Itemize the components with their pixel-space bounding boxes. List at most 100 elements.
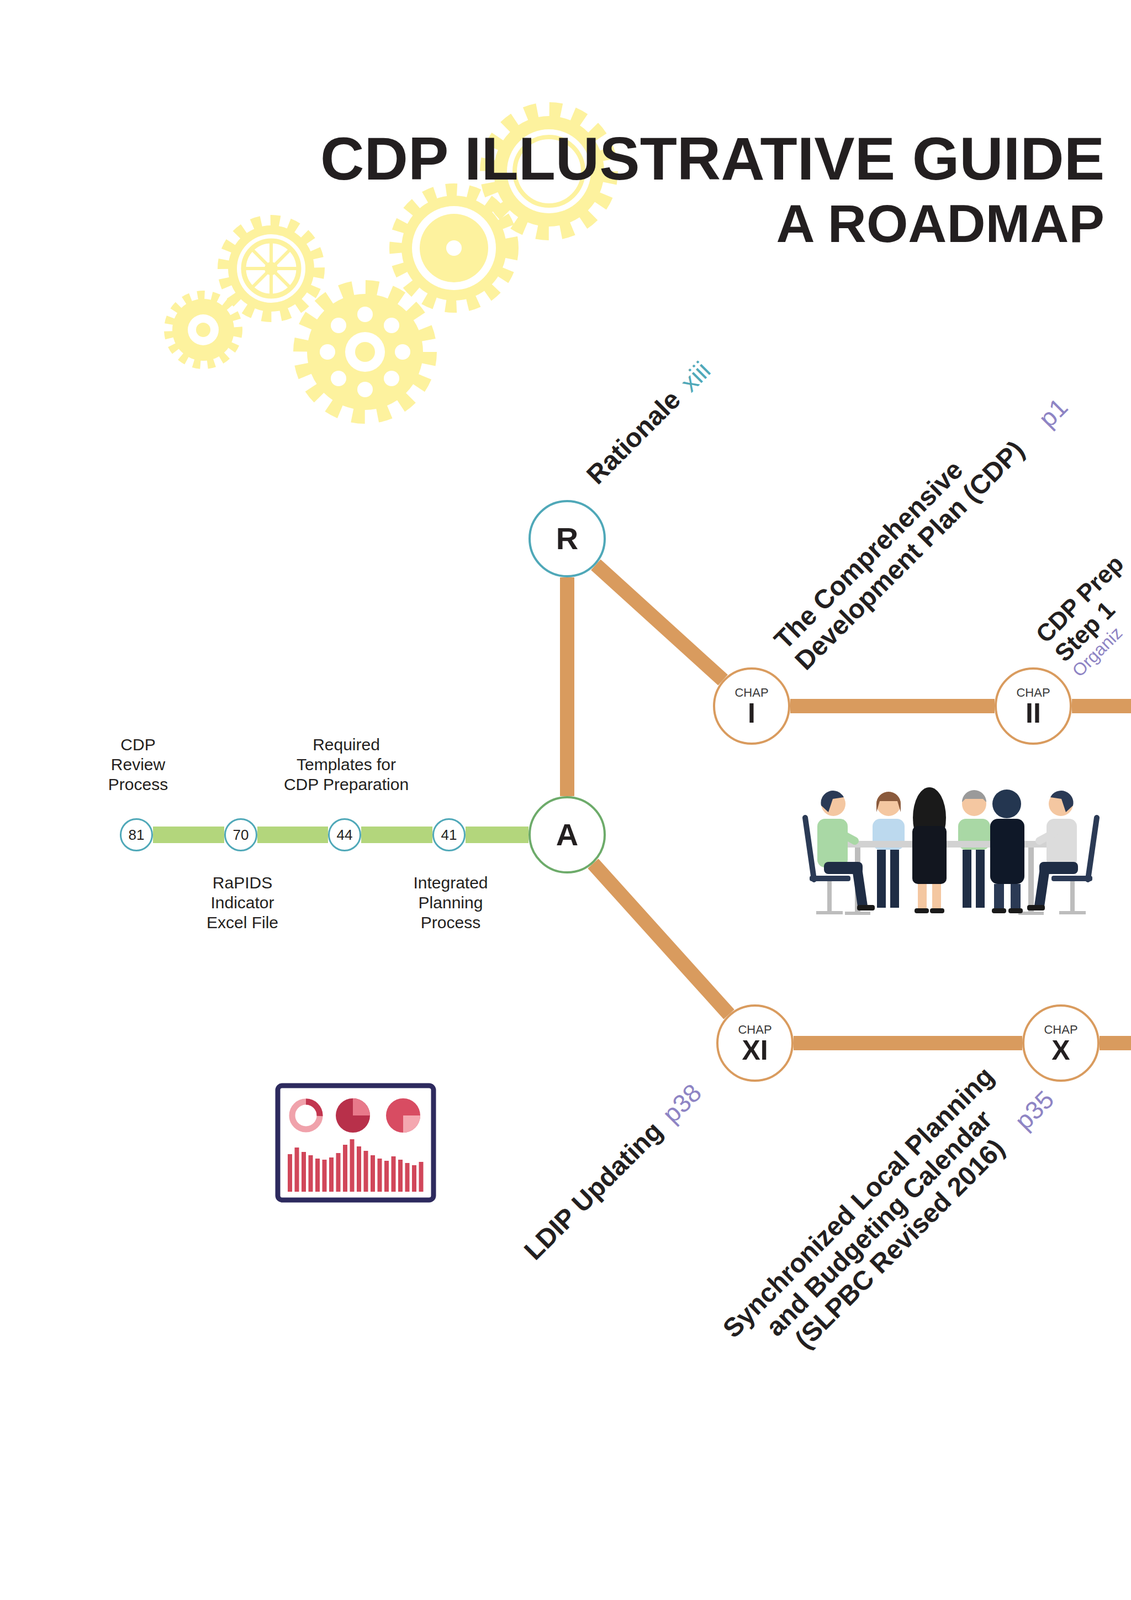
meeting-illustration-part (962, 849, 972, 908)
chapter-tag: CHAP (1016, 686, 1050, 699)
page-caption: RaPIDS Indicator Excel File (205, 872, 280, 933)
bar-chart-part (363, 1150, 369, 1192)
heading-group: CDP PrepStep 1Organiz (1031, 550, 1131, 681)
page-number: 70 (233, 827, 250, 842)
chapter-node: CHAPXILDIP Updatingp38 (716, 1003, 794, 1082)
page-number: xiii (675, 356, 717, 398)
meeting-illustration-part (840, 832, 855, 841)
road-link (595, 564, 723, 680)
meeting-illustration (805, 786, 1097, 915)
gear-decoration-part (345, 331, 385, 372)
bar-chart-part (342, 1144, 348, 1192)
gear-decoration-part (357, 306, 373, 322)
gear-decoration-part (394, 344, 411, 360)
dashboard-icon-part (277, 1085, 434, 1200)
page-caption: Required Templates for CDP Preparation (282, 734, 411, 795)
bar-chart-part (411, 1164, 417, 1192)
gear-decoration-part (300, 287, 430, 417)
meeting-illustration-part (876, 849, 886, 908)
dashboard-icon (277, 1085, 434, 1200)
meeting-illustration-part (876, 791, 901, 816)
meeting-illustration-part (876, 791, 901, 812)
page-number: 41 (441, 827, 458, 842)
road-link (593, 863, 729, 1014)
subtitle-label: A ROADMAP (775, 196, 1105, 251)
meeting-illustration-part (1046, 818, 1077, 868)
section-node: RRationalexiii (528, 499, 606, 578)
bar-chart-part (329, 1156, 334, 1192)
meeting-illustration-part (992, 789, 1022, 818)
page-link (257, 826, 329, 843)
bar-chart-part (384, 1160, 389, 1192)
meeting-illustration-part (816, 910, 843, 914)
gear-decoration-part (187, 314, 219, 346)
chapter-title: LDIP Updating (519, 1115, 669, 1266)
meeting-illustration-part (929, 907, 945, 913)
bar-chart-part (405, 1162, 410, 1192)
page-link (361, 826, 433, 843)
road-link (790, 698, 995, 713)
gear-decoration-part (446, 240, 462, 256)
heading-group: Rationalexiii (581, 355, 717, 490)
chapter-node: CHAPXSynchronized Local Planning and Bud… (1022, 1003, 1100, 1082)
gear-decoration-part (355, 341, 375, 362)
page-caption: Integrated Planning Process (411, 872, 490, 933)
section-letter: A (556, 818, 579, 850)
chapter-number: X (1051, 1035, 1070, 1065)
page-number: 44 (336, 827, 353, 842)
page-caption: CDP Review Process (104, 734, 172, 795)
bar-chart-part (391, 1155, 396, 1192)
page-number: p38 (657, 1077, 707, 1128)
meeting-illustration-part (1028, 847, 1034, 913)
page-number: p35 (1009, 1084, 1060, 1135)
gear-decoration-part (168, 294, 239, 365)
gear-decoration-part (251, 249, 291, 288)
line-continuation-part (1099, 1035, 1131, 1050)
node-center: CHAPI (715, 669, 789, 743)
page-node: 70RaPIDS Indicator Excel File (224, 817, 258, 852)
section-title: Rationale (581, 384, 687, 490)
meeting-illustration-part (1070, 880, 1075, 912)
page-node: 41Integrated Planning Process (432, 817, 466, 852)
dashboard-icon-part (386, 1097, 421, 1133)
meeting-illustration-part (932, 883, 942, 909)
bar-chart-part (308, 1154, 314, 1192)
gear-decoration-part (419, 213, 489, 283)
gear-decoration-part (307, 293, 424, 410)
meeting-illustration-part (991, 907, 1007, 913)
meeting-illustration-part (1059, 910, 1086, 914)
line-continuation-part (1071, 698, 1131, 713)
gear-decoration-part (330, 317, 347, 334)
chapter-number: XI (741, 1035, 768, 1065)
gear-decoration-part (196, 322, 211, 337)
dashboard-icon-part (403, 1114, 421, 1133)
chapter-number: II (1025, 698, 1041, 728)
dashboard-icon-part (292, 1101, 320, 1129)
chapter-tag: CHAP (734, 686, 769, 699)
chapter-title: The Comprehensive Development Plan (CDP) (768, 399, 1045, 676)
node-center: 70 (225, 819, 256, 850)
bar-chart (287, 1138, 424, 1192)
bar-chart-part (350, 1138, 355, 1192)
meeting-illustration-part (912, 825, 947, 884)
meeting-illustration-part (1051, 875, 1093, 881)
meeting-illustration-part (1039, 868, 1045, 906)
chapter-title: Synchronized Local Planning and Budgetin… (709, 1053, 1049, 1393)
meeting-illustration-part (994, 883, 1004, 909)
node-center: 41 (434, 819, 464, 850)
bar-chart-part (419, 1161, 424, 1192)
node-center: A (530, 797, 604, 871)
gear-decoration-part (243, 240, 299, 297)
meeting-illustration-part (857, 904, 875, 911)
node-center: 81 (121, 819, 152, 850)
page-title: CDP ILLUSTRATIVE GUIDE (320, 128, 1105, 189)
road-link (559, 577, 575, 796)
gear-decoration-part (319, 344, 336, 360)
meeting-illustration-part (975, 849, 985, 908)
meeting-illustration-part (805, 817, 815, 880)
gear-decoration-part (357, 381, 373, 398)
chapter-node: CHAPIThe Comprehensive Development Plan … (712, 667, 791, 745)
page-link (465, 826, 529, 843)
meeting-illustration-part (839, 840, 1058, 848)
